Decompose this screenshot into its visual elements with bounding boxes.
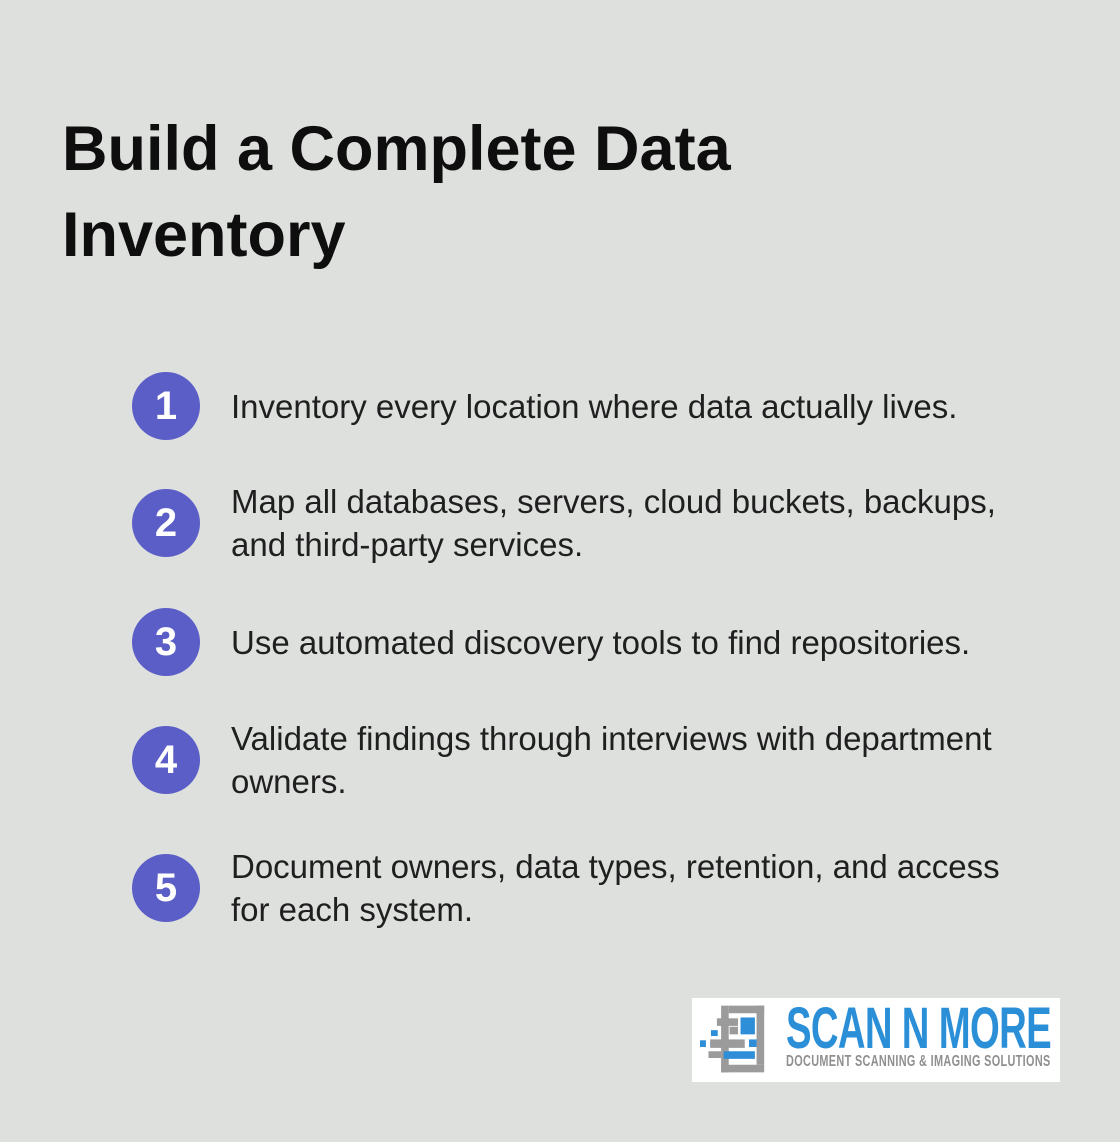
step-number-1: 1 xyxy=(154,383,178,428)
step-text-3: Use automated discovery tools to find re… xyxy=(231,621,970,664)
step-text-3-line-1: Use automated discovery tools to find re… xyxy=(231,623,971,661)
scanner-document-icon xyxy=(700,1005,765,1073)
step-row-1: 1 Inventory every location where data ac… xyxy=(132,372,957,440)
step-text-4: Validate findings through interviews wit… xyxy=(231,717,992,803)
step-number-4: 4 xyxy=(154,737,178,782)
step-row-5: 5 Document owners, data types, retention… xyxy=(132,844,1000,932)
step-row-3: 3 Use automated discovery tools to find … xyxy=(132,608,970,676)
step-text-2-line-2: and third-party services. xyxy=(231,526,584,563)
step-text-1-line-1: Inventory every location where data actu… xyxy=(231,387,958,425)
page-title-line-2: Inventory xyxy=(62,200,346,270)
step-text-5-line-1: Document owners, data types, retention, … xyxy=(231,848,1000,885)
page-title: Build a Complete Data Inventory xyxy=(62,106,731,278)
step-text-1: Inventory every location where data actu… xyxy=(231,385,957,428)
step-row-2: 2 Map all databases, servers, cloud buck… xyxy=(132,479,996,567)
step-text-5: Document owners, data types, retention, … xyxy=(231,845,1000,931)
step-number-badge-2: 2 xyxy=(132,489,200,557)
step-text-2-line-1: Map all databases, servers, cloud bucket… xyxy=(231,483,996,520)
step-number-badge-4: 4 xyxy=(132,726,200,794)
step-number-2: 2 xyxy=(154,500,178,545)
step-number-badge-1: 1 xyxy=(132,372,200,440)
step-text-4-line-1: Validate findings through interviews wit… xyxy=(231,720,992,757)
step-text-5-line-2: for each system. xyxy=(231,891,474,928)
logo-name: SCAN N MORE xyxy=(786,996,1052,1061)
step-text-4-line-2: owners. xyxy=(231,763,347,800)
step-number-badge-3: 3 xyxy=(132,608,200,676)
step-number-5: 5 xyxy=(154,865,178,910)
step-number-3: 3 xyxy=(154,619,178,664)
step-text-2: Map all databases, servers, cloud bucket… xyxy=(231,480,996,566)
logo-tagline: DOCUMENT SCANNING & IMAGING SOLUTIONS xyxy=(786,1053,1051,1070)
logo-scan-n-more: SCAN N MORE DOCUMENT SCANNING & IMAGING … xyxy=(692,998,1060,1082)
page-title-line-1: Build a Complete Data xyxy=(62,114,731,184)
step-row-4: 4 Validate findings through interviews w… xyxy=(132,716,992,804)
step-number-badge-5: 5 xyxy=(132,854,200,922)
